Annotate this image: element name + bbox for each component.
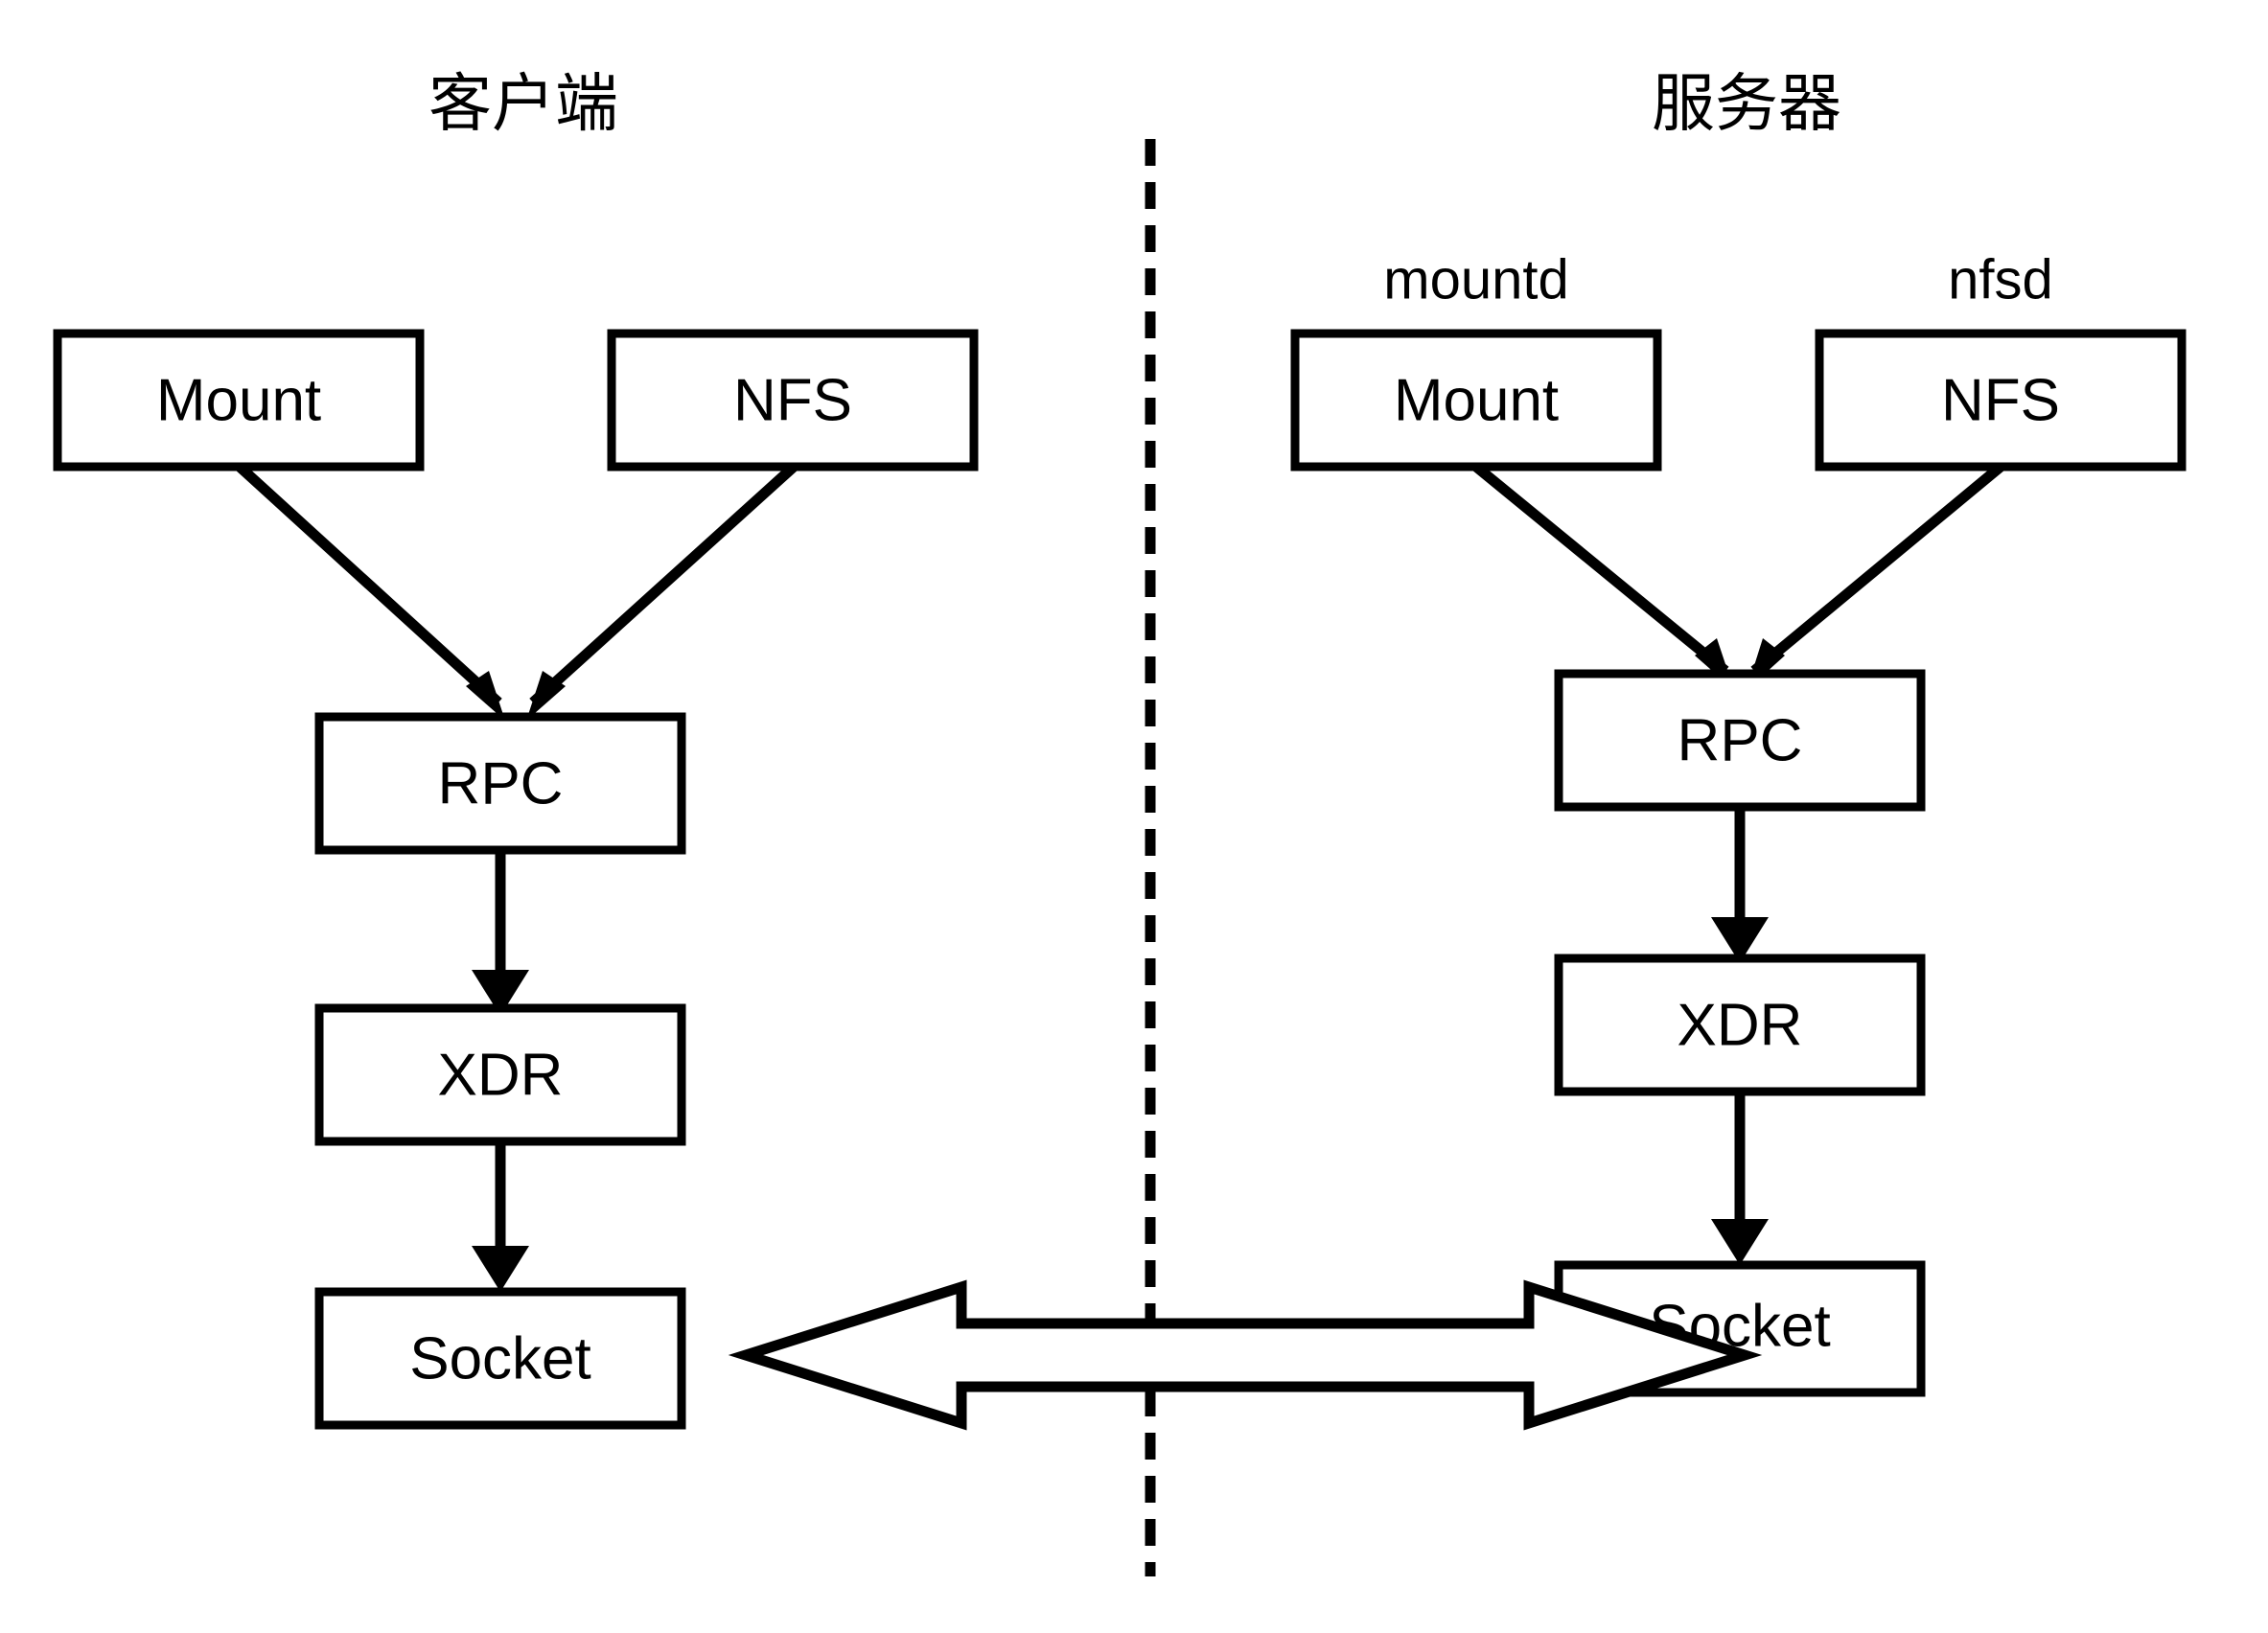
server-mount-box[interactable]: [1290, 329, 1662, 472]
arrowhead-client-mount-to-rpc: [466, 671, 505, 721]
server-nfs-label: NFS: [1941, 367, 2060, 433]
edge-client-mount-to-rpc: [236, 462, 502, 707]
socket-bidirectional-arrow: [728, 1279, 1763, 1431]
client-socket-label: Socket: [409, 1325, 591, 1392]
server-nfs-box[interactable]: [1815, 329, 2187, 472]
arrowhead-client-nfs-to-rpc: [526, 671, 566, 721]
client-nfs-label: NFS: [733, 367, 852, 433]
client-title: 客户端: [428, 67, 618, 138]
client-nfs-box[interactable]: [607, 329, 979, 472]
arrowhead-server-xdr-to-socket: [1711, 1219, 1769, 1265]
server-rpc-box[interactable]: [1554, 669, 1926, 812]
server-mountd-label: mountd: [1383, 248, 1568, 310]
client-mount-label: Mount: [156, 367, 321, 433]
client-rpc-label: RPC: [438, 750, 564, 816]
server-xdr-box[interactable]: [1554, 954, 1926, 1096]
server-xdr-label: XDR: [1678, 992, 1803, 1058]
edge-server-nfs-to-rpc: [1750, 462, 2004, 676]
client-mount-box[interactable]: [53, 329, 425, 472]
client-xdr-box[interactable]: [314, 1003, 686, 1146]
server-mount-label: Mount: [1394, 367, 1559, 433]
arrowhead-client-xdr-to-socket: [472, 1246, 529, 1292]
server-title: 服务器: [1652, 67, 1841, 138]
edge-server-mount-to-rpc: [1472, 462, 1729, 676]
server-rpc-label: RPC: [1678, 707, 1803, 773]
client-rpc-box[interactable]: [314, 712, 686, 855]
arrowhead-client-rpc-to-xdr: [472, 970, 529, 1016]
edge-client-nfs-to-rpc: [529, 462, 798, 707]
server-nfsd-label: nfsd: [1948, 248, 2053, 310]
arrowhead-server-rpc-to-xdr: [1711, 917, 1769, 963]
client-xdr-label: XDR: [438, 1042, 564, 1108]
client-socket-box[interactable]: [314, 1287, 686, 1430]
